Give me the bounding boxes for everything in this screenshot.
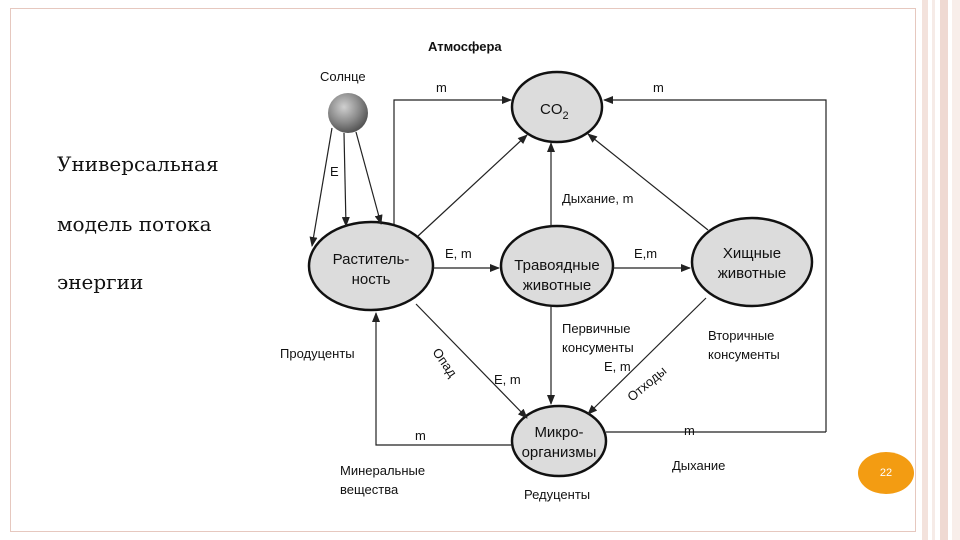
plants-node — [307, 220, 435, 312]
herbivores-node — [499, 224, 615, 308]
microbes-label-line-1: Микро- — [534, 424, 583, 441]
m-label: m — [684, 423, 695, 438]
microbes-node — [510, 404, 608, 478]
decor-stripe — [952, 0, 960, 540]
m-label: m — [653, 80, 664, 95]
plants-co2-cycle-arrow — [393, 96, 512, 224]
breathing-label: Дыхание — [672, 458, 725, 473]
sun-ray-arrow — [355, 131, 383, 225]
minerals-label-line-2: вещества — [340, 482, 399, 497]
energy-label: E — [330, 164, 339, 179]
m-label: m — [415, 428, 426, 443]
co2-node — [510, 70, 604, 144]
predators-label-line-2: животные — [718, 265, 787, 282]
waste-label: Отходы — [624, 363, 669, 404]
secondary-consumers-line-2: консументы — [708, 347, 780, 362]
plants-label-line-1: Раститель- — [333, 251, 410, 268]
slide-title-line-2: модель потока — [57, 212, 212, 236]
decor-stripe — [932, 0, 935, 540]
secondary-consumers-line-1: Вторичные — [708, 328, 774, 343]
sun-ray-arrow — [341, 132, 350, 227]
flow-label: E,m — [634, 246, 657, 261]
minerals-label-line-1: Минеральные — [340, 463, 425, 478]
sun-icon — [328, 93, 368, 133]
respiration-label: Дыхание, m — [562, 191, 633, 206]
decor-stripe — [922, 0, 928, 540]
herbivores-label-line-1: Травоядные — [514, 257, 599, 274]
plants-label-line-2: ность — [352, 271, 391, 288]
plants-to-microbes-arrow — [415, 303, 528, 419]
m-label: m — [436, 80, 447, 95]
primary-consumers-line-1: Первичные — [562, 321, 631, 336]
reducers-label: Редуценты — [524, 487, 590, 502]
sun-label: Солнце — [320, 69, 366, 84]
slide-title-line-3: энергии — [57, 270, 144, 294]
herbivores-label-line-2: животные — [523, 277, 592, 294]
respiration-co2-arrow — [603, 96, 827, 432]
slide-frame — [10, 8, 916, 532]
predators-to-microbes-arrow — [587, 297, 707, 415]
producers-label: Продуценты — [280, 346, 355, 361]
plants-to-co2-arrow — [417, 134, 528, 237]
co2-label: CO2 — [540, 101, 569, 122]
primary-consumers-line-2: консументы — [562, 340, 634, 355]
predators-label-line-1: Хищные — [723, 245, 781, 262]
litter-label: Опад — [430, 345, 461, 380]
predators-node — [690, 216, 814, 308]
decor-stripe — [940, 0, 948, 540]
flow-label: E, m — [494, 372, 521, 387]
slide-title-line-1: Универсальная — [57, 152, 219, 176]
atmosphere-heading: Атмосфера — [428, 39, 502, 54]
microbes-to-plants-arrow — [372, 312, 512, 446]
page-number-badge: 22 — [858, 452, 914, 494]
sun-ray-arrow — [309, 127, 333, 247]
flow-label: E, m — [445, 246, 472, 261]
microbes-label-line-2: организмы — [522, 444, 597, 461]
predators-to-co2-arrow — [587, 133, 709, 231]
primary-consumers-line-3: E, m — [604, 359, 631, 374]
